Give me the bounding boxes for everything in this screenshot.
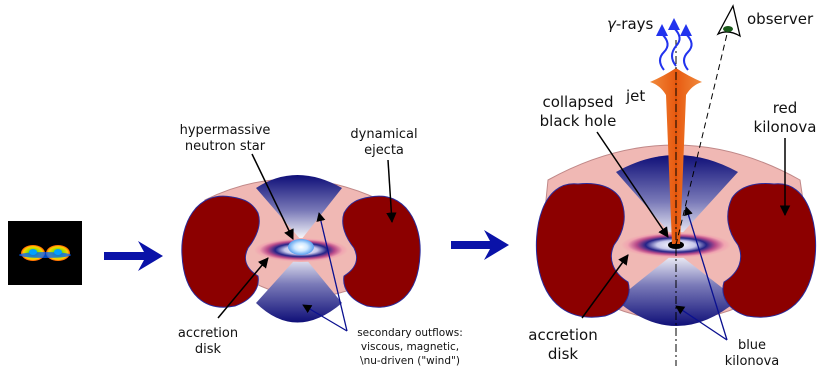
- red-kilonova-label-2: kilonova: [754, 118, 817, 136]
- gamma-ray-arrowheads: [656, 18, 692, 36]
- red-kilonova-label-1: red: [773, 99, 798, 117]
- blue-kilonova-label-2: kilonova: [725, 354, 780, 369]
- process-arrow-icon: [104, 241, 163, 271]
- merger-thumbnail-icon: [8, 221, 82, 285]
- hmns-label-1: hypermassive: [180, 123, 271, 138]
- disk-label-2: disk: [548, 345, 579, 363]
- observer-label: observer: [747, 10, 814, 28]
- outflow-label-3: \nu-driven ("wind"): [360, 355, 460, 367]
- ejecta-label-1: dynamical: [350, 127, 417, 142]
- process-arrow-icon: [451, 230, 509, 260]
- outflow-label-1: secondary outflows:: [357, 327, 463, 339]
- hypermassive-neutron-star: [288, 239, 314, 255]
- hmns-label-2: neutron star: [185, 139, 266, 154]
- disk-label-1: accretion: [178, 326, 238, 341]
- disk-label-1: accretion: [528, 326, 598, 344]
- blue-kilonova-label-1: blue: [738, 338, 766, 353]
- bh-label-2: black hole: [540, 112, 617, 130]
- gamma-rays-label: γ-rays: [607, 15, 654, 33]
- jet-label: jet: [625, 87, 645, 105]
- eye-icon: [718, 6, 740, 36]
- ejecta-label-2: ejecta: [364, 143, 404, 158]
- outflow-label-2: viscous, magnetic,: [361, 341, 459, 353]
- bh-label-1: collapsed: [542, 93, 613, 111]
- gamma-rays-text: -rays: [616, 15, 654, 33]
- stage-middle: hypermassive neutron star dynamical ejec…: [178, 123, 463, 367]
- stage-right: γ-rays observer jet collapsed black hole…: [528, 6, 816, 369]
- disk-label-2: disk: [195, 342, 222, 357]
